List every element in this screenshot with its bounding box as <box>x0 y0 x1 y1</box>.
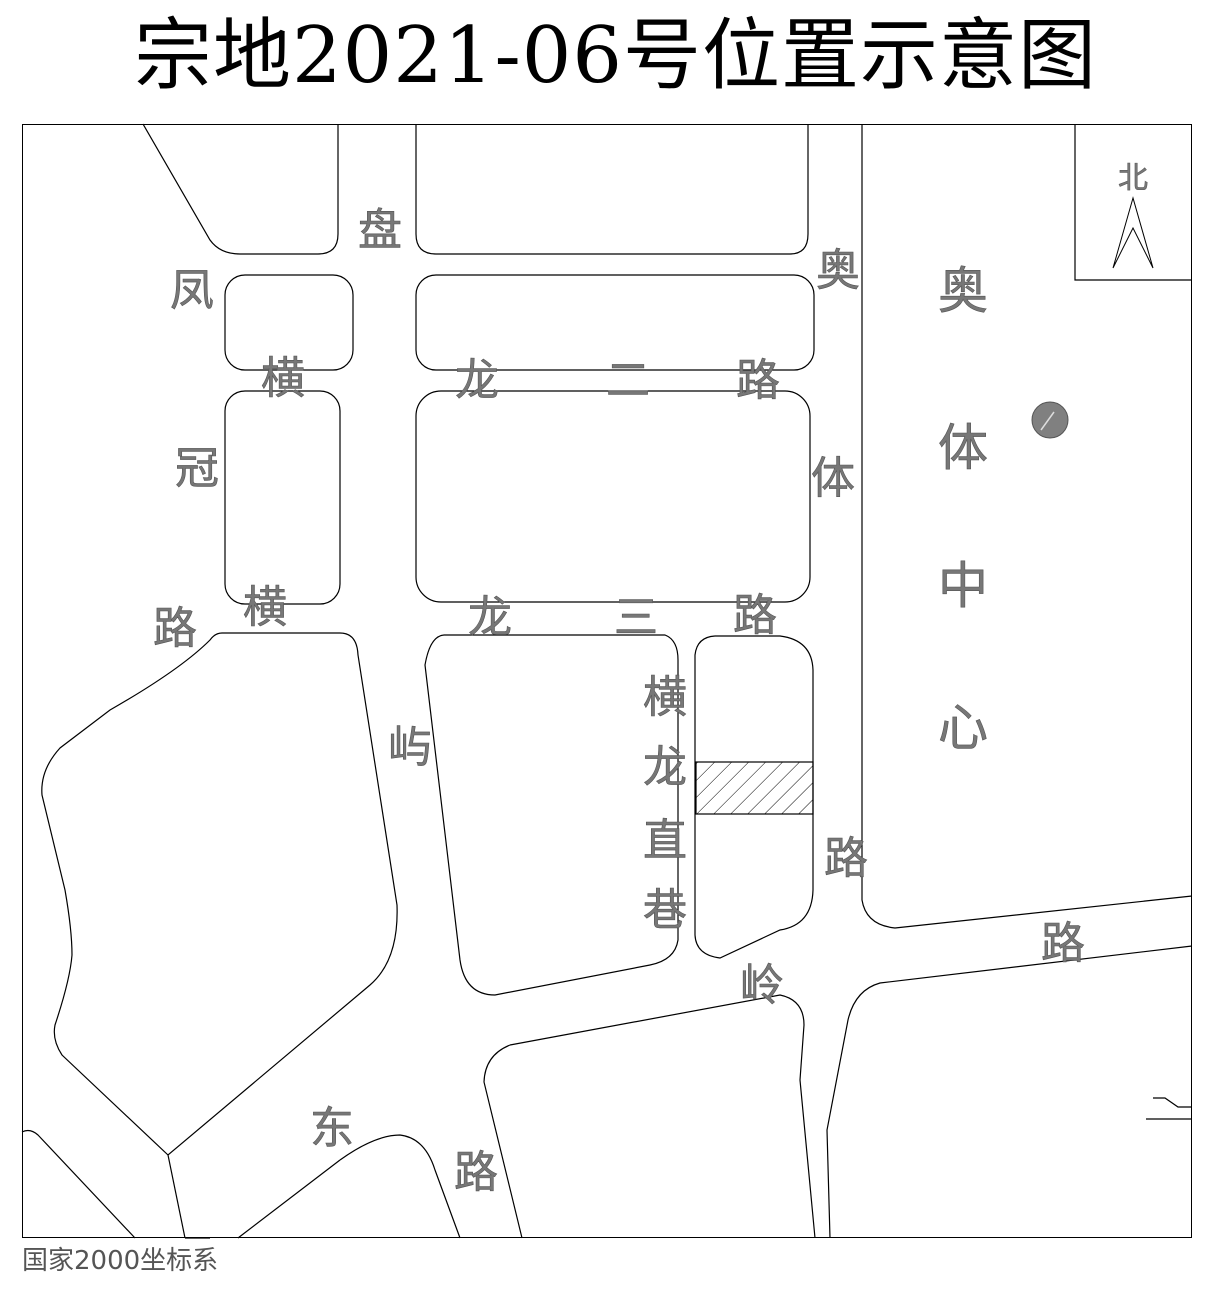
road-label-xiang-lane: 巷 <box>643 885 687 936</box>
road-label-yu: 屿 <box>388 722 432 773</box>
road-labels: 凤 冠 路 盘 横 横 龙 二 路 龙 三 路 奥 体 路 横 龙 直 巷 屿 … <box>153 205 1086 1199</box>
road-label-lu-2: 路 <box>736 355 780 406</box>
road-label-heng-2: 横 <box>243 582 287 633</box>
svg-text:心: 心 <box>938 699 988 757</box>
road-label-san: 三 <box>614 592 658 643</box>
road-label-ao: 奥 <box>816 245 860 296</box>
road-label-pan: 盘 <box>358 205 402 256</box>
road-label-heng-lane: 横 <box>643 672 687 723</box>
poi-marker-icon[interactable] <box>1031 401 1069 439</box>
road-label-ti: 体 <box>811 453 855 504</box>
svg-text:奥: 奥 <box>938 262 988 320</box>
north-arrow-icon: 北 <box>1112 161 1154 269</box>
road-label-lu-east: 路 <box>1041 918 1085 969</box>
road-label-lu-left: 路 <box>153 603 197 654</box>
page-title: 宗地2021-06号位置示意图 <box>133 11 1098 101</box>
road-label-lu-ao: 路 <box>824 833 868 884</box>
road-label-lu-bottom: 路 <box>454 1147 498 1198</box>
map-frame <box>22 124 1192 1238</box>
poi-label-aoti-center: 奥 体 中 心 <box>938 262 989 758</box>
svg-text:体: 体 <box>938 419 988 477</box>
road-label-ling: 岭 <box>740 960 784 1011</box>
road-network <box>21 123 1193 1239</box>
svg-text:北: 北 <box>1118 161 1148 196</box>
road-label-long-lane: 龙 <box>643 742 687 793</box>
road-label-er: 二 <box>606 355 650 406</box>
road-label-lu-3: 路 <box>733 590 777 641</box>
road-label-long-2: 龙 <box>455 355 499 406</box>
road-label-zhi-lane: 直 <box>643 815 687 866</box>
road-label-guan: 冠 <box>175 443 219 494</box>
road-label-heng-1: 横 <box>261 353 305 404</box>
road-label-long-3: 龙 <box>468 592 512 643</box>
coordinate-system-label: 国家2000坐标系 <box>22 1246 219 1276</box>
road-label-feng: 凤 <box>170 265 214 316</box>
svg-text:中: 中 <box>938 557 988 615</box>
road-label-dong: 东 <box>310 1103 354 1154</box>
parcel-hatch <box>695 761 814 815</box>
